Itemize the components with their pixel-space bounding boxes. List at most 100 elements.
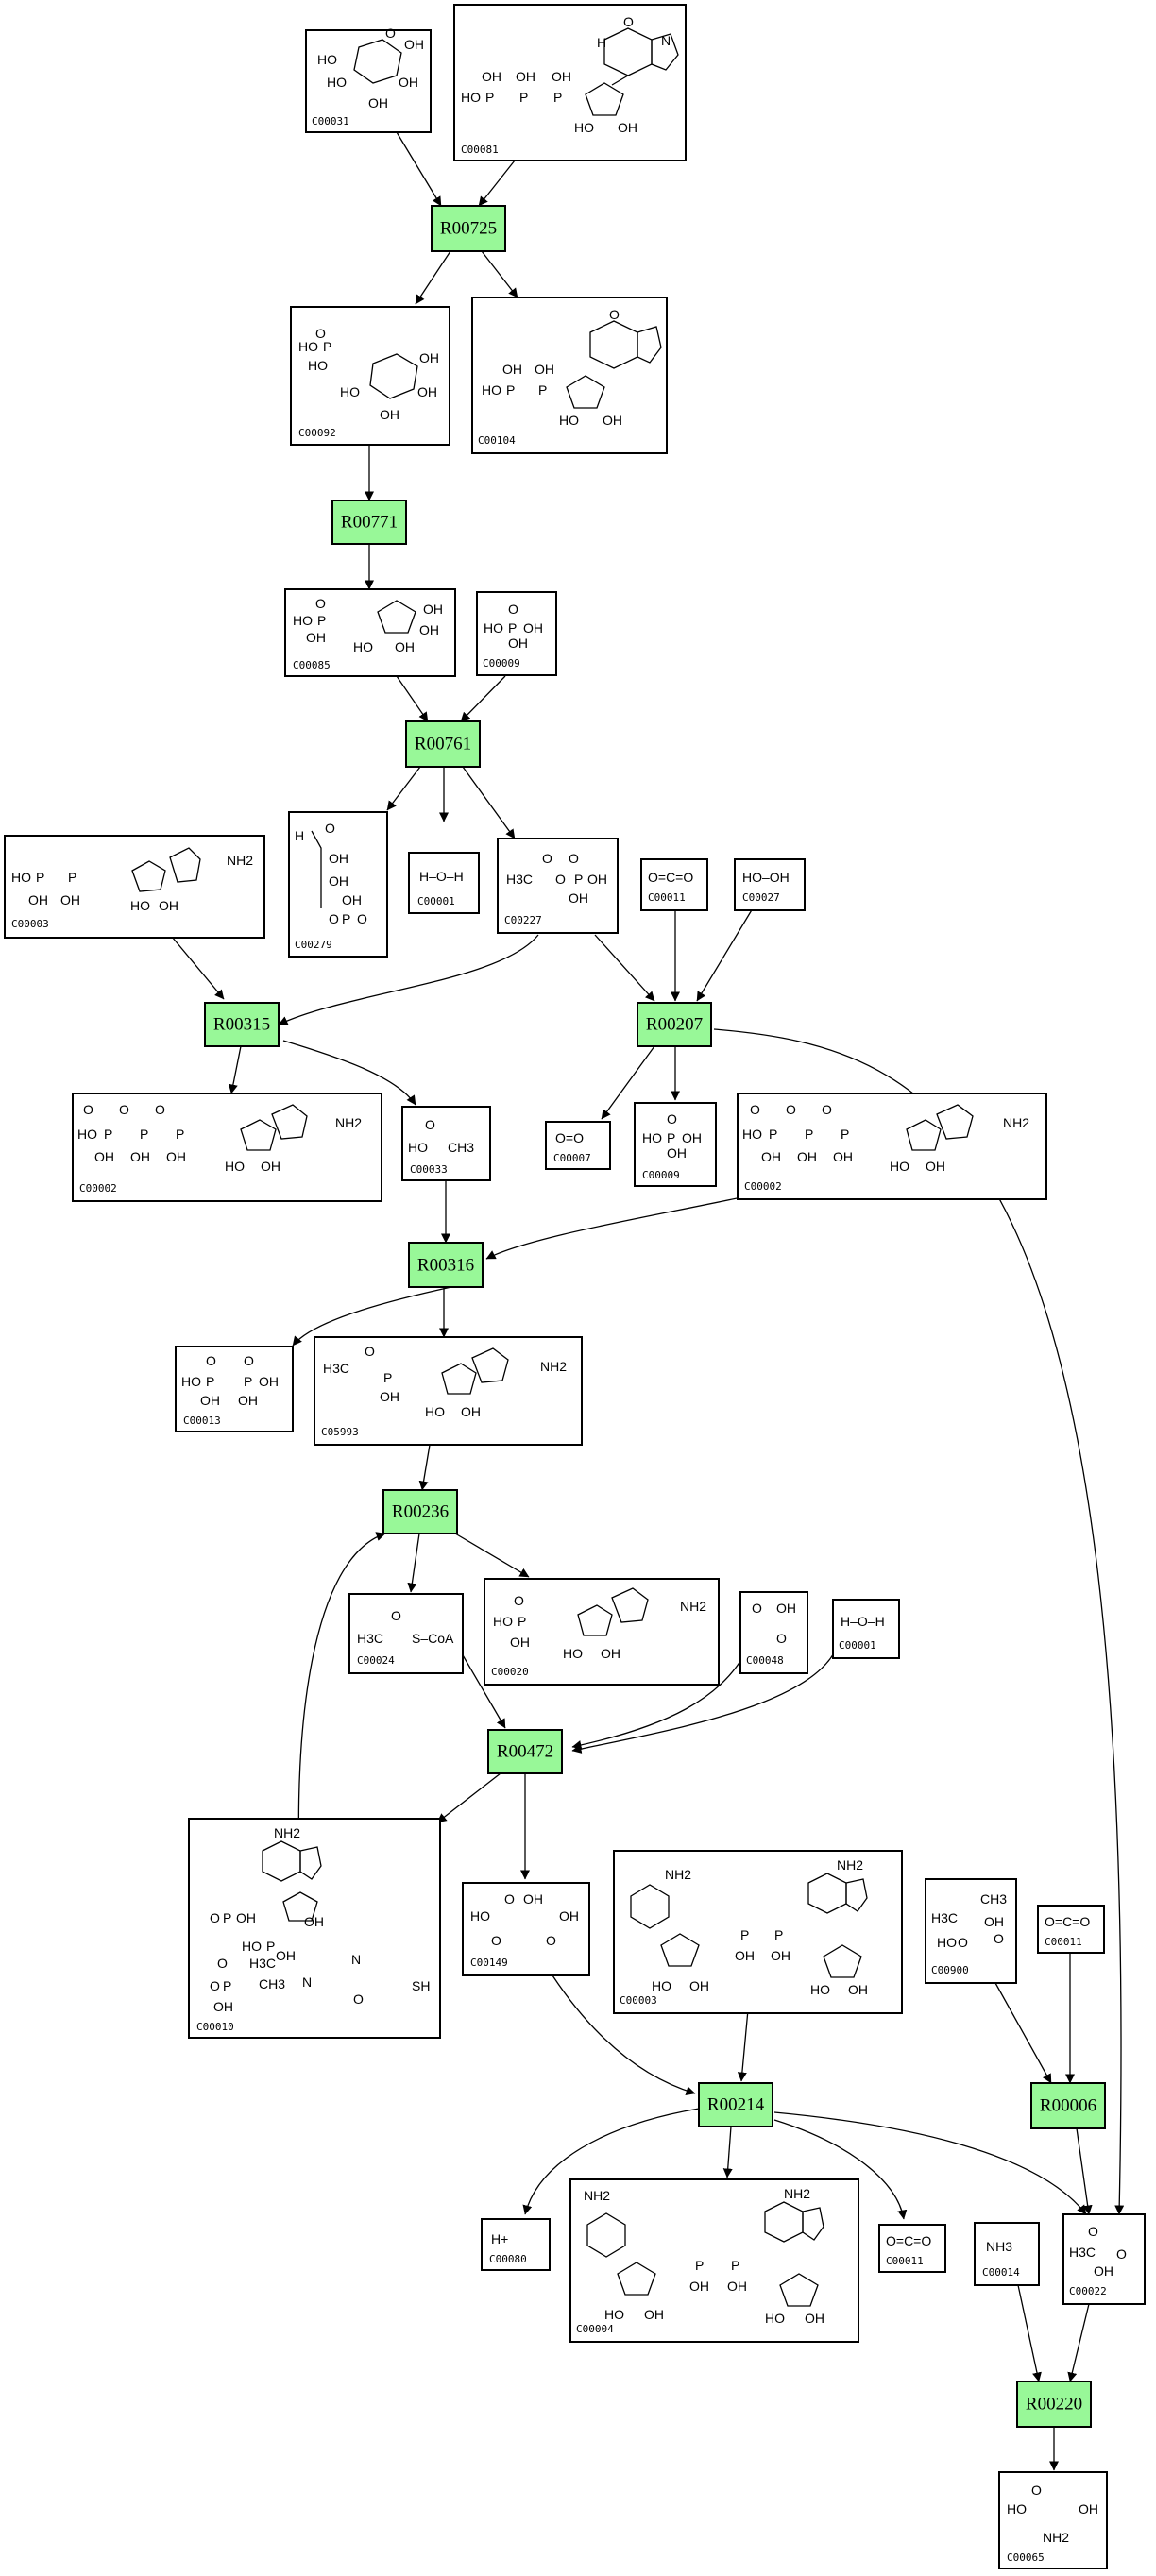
compound-C00004[interactable]: NH2 NH2 P P OH OH HO OH HO OH C00004 <box>570 2178 859 2343</box>
reaction-R00771[interactable]: R00771 <box>332 500 407 545</box>
atom-label: OH <box>523 1891 543 1907</box>
compound-C00002[interactable]: NH2 O O O HO P P P OH OH OH HO OH C00002 <box>72 1093 382 1202</box>
compound-C00227[interactable]: H3C O O P OH O OH C00227 <box>497 838 619 934</box>
atom-label: OH <box>60 892 80 907</box>
reaction-R00220[interactable]: R00220 <box>1016 2381 1092 2428</box>
atom-label: NH2 <box>665 1867 691 1882</box>
edge <box>774 2111 1087 2215</box>
compound-id: C00011 <box>1045 1936 1082 1948</box>
edge <box>594 934 655 1002</box>
atom-label: O <box>206 1353 216 1368</box>
compound-C00011[interactable]: O=C=O C00011 <box>878 2224 946 2273</box>
edge <box>478 160 516 207</box>
compound-id: C00010 <box>196 2021 234 2033</box>
atom-label: HO <box>308 358 328 373</box>
atom-label: OH <box>368 95 388 110</box>
compound-C00001[interactable]: H–O–H C00001 <box>408 852 480 914</box>
edges <box>171 131 1125 2471</box>
atom-label: OH <box>926 1159 945 1174</box>
reaction-label: R00214 <box>707 2095 765 2115</box>
compound-C00003[interactable]: NH2 NH2 P P OH OH HO OH HO OH C00003 <box>613 1850 903 2014</box>
atom-label: OH <box>1094 2263 1114 2279</box>
atom-label: H3C <box>357 1631 383 1646</box>
reaction-label: R00316 <box>417 1256 474 1276</box>
reaction-label: R00472 <box>497 1742 553 1762</box>
atom-label: NH2 <box>227 853 253 868</box>
compound-C00011[interactable]: O=C=O C00011 <box>640 858 708 911</box>
compound-C05993[interactable]: NH2 H3C O P OH HO OH C05993 <box>314 1336 583 1446</box>
molecule-structure: O HO P P OH OH HO OH <box>482 307 662 428</box>
reaction-R00725[interactable]: R00725 <box>431 205 506 252</box>
atom-label: OH <box>482 69 502 84</box>
reaction-R00316[interactable]: R00316 <box>408 1242 484 1288</box>
compound-id: C00092 <box>298 427 336 439</box>
molecule-structure: NH2 HO P P OH OH HO OH <box>11 847 253 913</box>
compound-C00024[interactable]: H3C O S–CoA C00024 <box>348 1593 464 1674</box>
compound-C00080[interactable]: H+ C00080 <box>481 2218 551 2271</box>
atom-label: P <box>519 90 528 105</box>
compound-C00033[interactable]: O HO CH3 C00033 <box>401 1106 491 1181</box>
atom-label: O <box>1088 2224 1098 2239</box>
compound-C00085[interactable]: O HO P OH OH OH HO OH C00085 <box>284 588 456 677</box>
atom-label: OH <box>423 602 443 617</box>
atom-label: OH <box>399 75 418 90</box>
compound-C00003[interactable]: NH2 HO P P OH OH HO OH C00003 <box>4 835 265 939</box>
compound-C00027[interactable]: HO–OH C00027 <box>734 858 806 911</box>
atom-label: OH <box>166 1149 186 1164</box>
reaction-R00214[interactable]: R00214 <box>698 2082 774 2127</box>
compound-C00092[interactable]: O HO P HO OH HO OH OH C00092 <box>290 306 450 446</box>
atom-label: OH <box>236 1910 256 1925</box>
atom-label: OH <box>419 350 439 365</box>
compound-C00009[interactable]: O HO P OH OH C00009 <box>476 591 557 676</box>
compound-C00010[interactable]: NH2 O P OH HO P OH O O P OH H3C OH CH3 N… <box>188 1818 441 2039</box>
compound-C00279[interactable]: H O OH OH OH O P O C00279 <box>288 811 388 958</box>
atom-label: OH <box>261 1159 280 1174</box>
edge <box>278 934 539 1025</box>
compound-C00011[interactable]: O=C=O C00011 <box>1037 1905 1105 1954</box>
reaction-R00236[interactable]: R00236 <box>382 1489 458 1534</box>
compound-C00104[interactable]: O HO P P OH OH HO OH C00104 <box>471 297 668 454</box>
atom-label: OH <box>805 2311 824 2326</box>
atom-label: OH <box>159 898 178 913</box>
atom-label: O <box>329 911 339 926</box>
compound-C00065[interactable]: O HO OH NH2 C00065 <box>998 2471 1108 2569</box>
atom-label: P <box>223 1910 231 1925</box>
compound-formula: NH3 <box>986 2239 1012 2254</box>
atom-label: O <box>391 1608 401 1623</box>
atom-label: P <box>574 872 583 887</box>
reaction-R00207[interactable]: R00207 <box>637 1002 712 1047</box>
compound-C00081[interactable]: O H N HO P P P OH OH OH HO OH C00081 <box>453 4 687 161</box>
atom-label: OH <box>1079 2501 1098 2517</box>
compound-C00007[interactable]: O=O C00007 <box>545 1121 611 1170</box>
compound-C00048[interactable]: O OH O C00048 <box>740 1591 808 1674</box>
atom-label: HO <box>408 1140 428 1155</box>
compound-C00009[interactable]: O HO P OH OH C00009 <box>634 1102 717 1187</box>
compound-id: C00013 <box>183 1415 221 1427</box>
atom-label: SH <box>412 1978 430 1993</box>
atom-label: HO <box>298 339 318 354</box>
compound-C00031[interactable]: O OH HO HO OH OH C00031 <box>305 25 432 133</box>
molecule-structure: O HO P OH OH <box>642 1111 702 1161</box>
reaction-R00006[interactable]: R00006 <box>1030 2082 1106 2129</box>
atom-label: HO <box>482 382 502 398</box>
compound-id: C00024 <box>357 1654 395 1667</box>
compound-C00001[interactable]: H–O–H C00001 <box>832 1599 900 1659</box>
compound-C00900[interactable]: CH3 H3C OH O HO O C00900 <box>925 1878 1017 1984</box>
reaction-R00315[interactable]: R00315 <box>204 1002 280 1047</box>
reaction-R00472[interactable]: R00472 <box>487 1729 563 1774</box>
molecule-structure: HO O OH OH O O <box>470 1891 579 1948</box>
reaction-label: R00207 <box>646 1015 703 1035</box>
compound-C00149[interactable]: HO O OH OH O O C00149 <box>462 1882 590 1976</box>
compound-C00022[interactable]: O H3C O OH C00022 <box>1062 2213 1146 2305</box>
compound-C00014[interactable]: NH3 C00014 <box>974 2222 1040 2286</box>
compound-C00002[interactable]: NH2 O O O HO P P P OH OH OH HO OH C00002 <box>737 1093 1047 1200</box>
compound-id: C00001 <box>417 895 455 907</box>
edge <box>1076 2127 1093 2215</box>
compound-C00020[interactable]: NH2 O HO P OH HO OH C00020 <box>484 1578 720 1686</box>
compound-C00013[interactable]: O O HO P P OH OH OH C00013 <box>175 1346 294 1432</box>
compound-formula: H+ <box>491 2231 508 2246</box>
reaction-R00761[interactable]: R00761 <box>405 720 481 768</box>
atom-label: P <box>342 911 350 926</box>
molecule-structure: O HO P HO OH HO OH OH <box>298 326 439 422</box>
atom-label: P <box>68 870 76 885</box>
